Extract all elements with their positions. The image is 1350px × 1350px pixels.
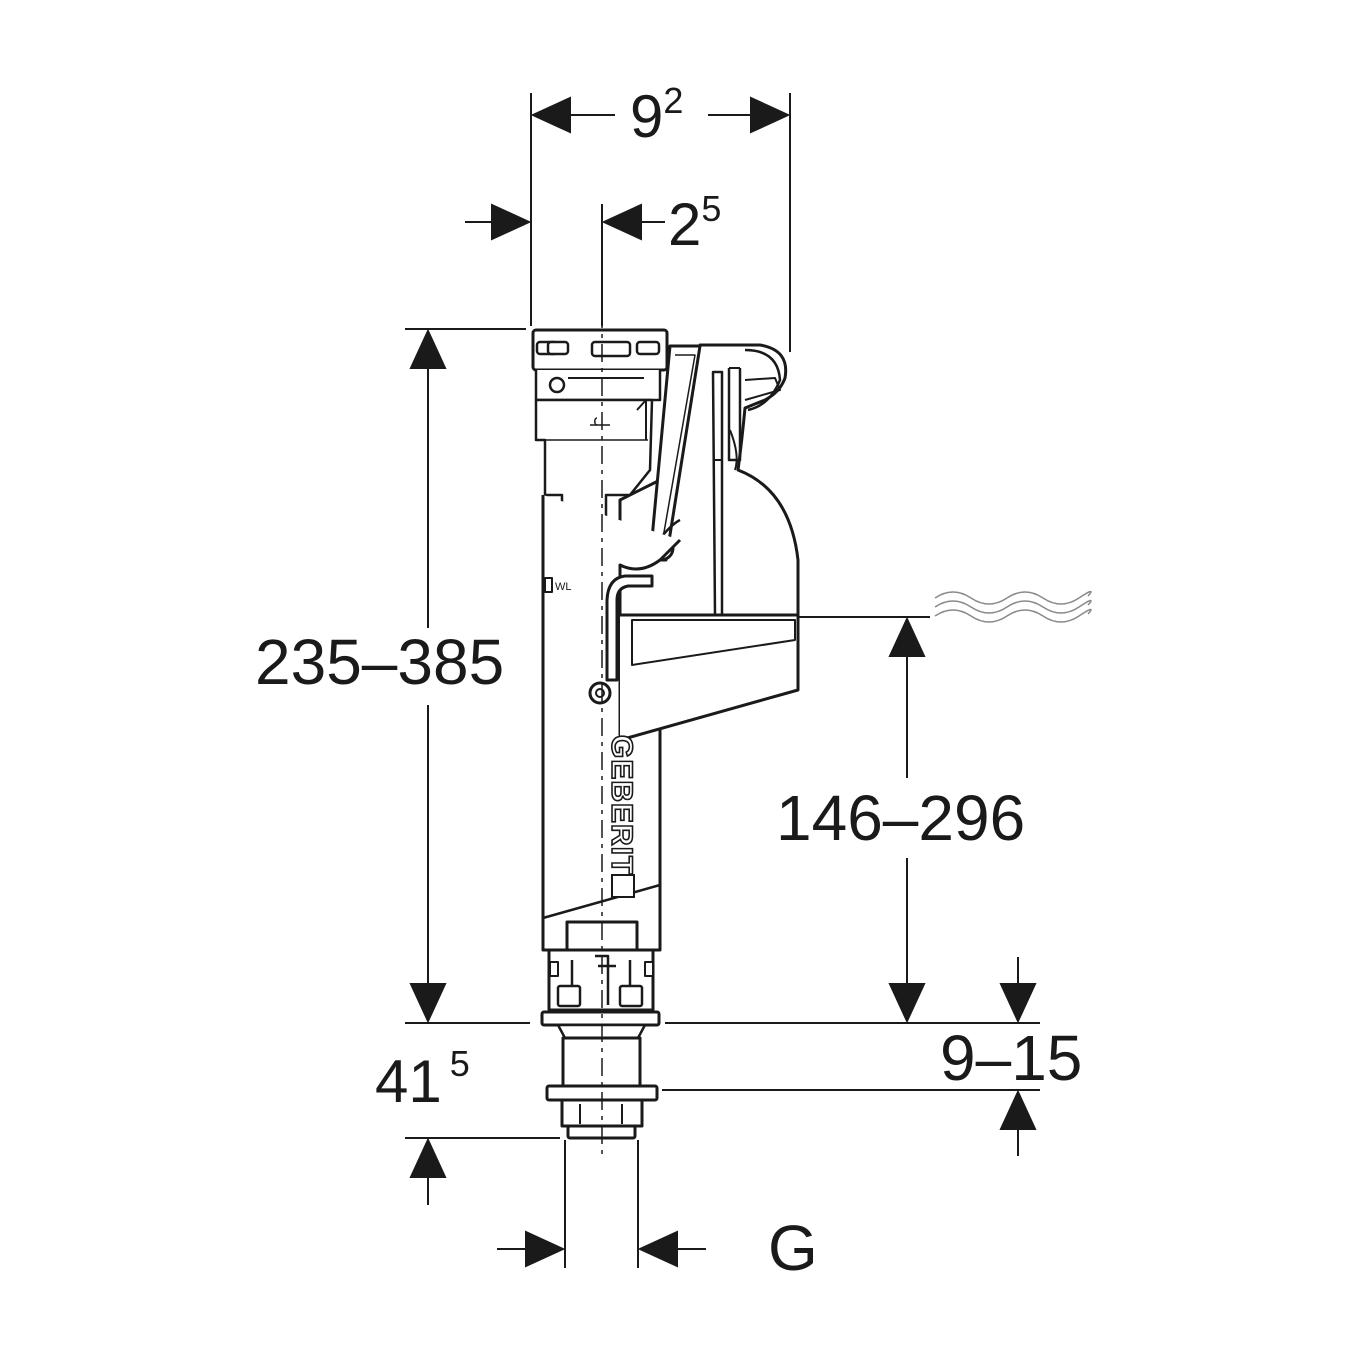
dim-top-width: 9 — [630, 83, 663, 150]
arrowhead — [491, 203, 532, 241]
valve-head — [531, 328, 669, 402]
dim-top-width-sup: 2 — [663, 80, 683, 121]
svg-text:415: 415 — [375, 1043, 470, 1115]
dim-water-level: 146–296 — [776, 782, 1025, 854]
fill-valve — [531, 328, 800, 1140]
dim-bottom-height: 41 — [375, 1048, 442, 1115]
arrowhead — [601, 203, 642, 241]
svg-text:25: 25 — [668, 188, 721, 258]
arrowhead — [999, 983, 1037, 1024]
geberit-logo: GEBERIT — [604, 734, 639, 898]
dim-offset-sup: 5 — [701, 188, 721, 229]
wl-mark — [544, 577, 553, 593]
arrowhead — [750, 96, 791, 134]
water-surface-symbol — [934, 590, 1092, 623]
dim-connection: G — [768, 1212, 818, 1284]
float-rod — [711, 370, 724, 617]
arrowhead — [530, 96, 571, 134]
dimension-lines — [409, 96, 1037, 1268]
dim-offset: 2 — [668, 191, 701, 258]
wl-label: WL — [555, 581, 572, 593]
bottom-connector — [547, 920, 655, 1012]
svg-text:GEBERIT: GEBERIT — [605, 735, 638, 875]
dim-bottom-height-sup: 5 — [450, 1043, 470, 1084]
refill-tube — [605, 574, 654, 682]
arrowhead — [637, 1230, 678, 1268]
svg-text:92: 92 — [630, 80, 683, 150]
arrowhead — [525, 1230, 566, 1268]
arrowhead — [888, 983, 926, 1024]
arrowhead — [409, 328, 447, 369]
valve-main-body — [541, 495, 682, 952]
arrowhead — [409, 983, 447, 1024]
arrowhead — [409, 1137, 447, 1178]
flange — [540, 1010, 661, 1027]
arrowhead — [999, 1089, 1037, 1130]
dim-thread-length: 9–15 — [940, 1022, 1082, 1094]
dim-total-height: 235–385 — [255, 626, 504, 698]
arrowhead — [888, 616, 926, 657]
